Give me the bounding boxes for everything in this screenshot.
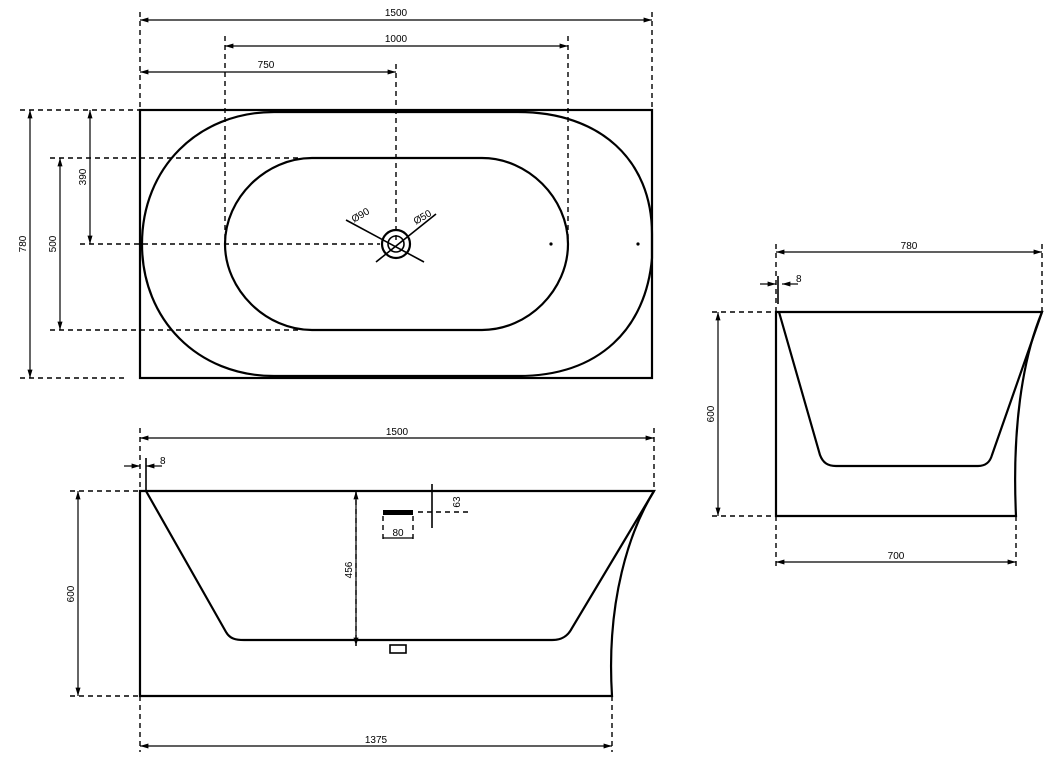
- front-view-outline: [138, 489, 656, 698]
- dim-front-base: 1375: [140, 735, 612, 749]
- dim-front-width-label: 1500: [386, 427, 409, 438]
- dim-top-width-label: 1500: [385, 8, 408, 19]
- side-view: 780 8 600 700: [706, 241, 1044, 570]
- dim-side-rim: 8: [760, 274, 802, 304]
- dim-top-depth-label: 780: [18, 235, 29, 252]
- side-view-basin: [777, 311, 1044, 468]
- dim-side-base: 700: [776, 551, 1016, 565]
- top-view: 1500 1000 750 780 500 390: [18, 8, 654, 380]
- dim-front-inner-depth: 456: [344, 491, 359, 646]
- drain-diameter-label: Ø90: [350, 206, 372, 225]
- dim-front-inner-depth-label: 456: [344, 561, 355, 578]
- dim-front-width: 1500: [140, 427, 654, 441]
- dim-side-height: 600: [706, 312, 721, 516]
- dim-overflow-height-label: 63: [452, 496, 463, 508]
- drain-outlet: [389, 644, 407, 654]
- dim-side-height-label: 600: [706, 405, 717, 422]
- marker-dot: [636, 242, 640, 246]
- dim-top-drain-from-edge: 390: [78, 110, 93, 244]
- dim-top-depth: 780: [18, 110, 33, 378]
- dim-top-inner-length: 1000: [225, 34, 568, 49]
- dim-overflow-width-label: 80: [392, 528, 404, 539]
- dim-top-inner-width-label: 500: [48, 235, 59, 252]
- dim-top-drain-from-edge-label: 390: [78, 168, 89, 185]
- dim-top-inner-length-label: 1000: [385, 34, 408, 45]
- dim-front-rim-label: 8: [160, 456, 166, 467]
- top-view-basin: [223, 156, 570, 332]
- dim-top-width: 1500: [140, 8, 652, 23]
- side-view-outline: [774, 310, 1044, 518]
- front-view-basin: [145, 490, 655, 642]
- dim-front-base-label: 1375: [365, 735, 388, 746]
- dim-side-width: 780: [776, 241, 1042, 255]
- dim-top-drain-offset-label: 750: [258, 60, 275, 71]
- dim-side-rim-label: 8: [796, 274, 802, 285]
- top-view-rim-outline: [140, 110, 654, 378]
- dim-top-drain-offset: 750: [140, 60, 396, 75]
- marker-dot: [549, 242, 553, 246]
- dim-top-inner-width: 500: [48, 158, 63, 330]
- dim-front-height: 600: [66, 491, 81, 696]
- front-view: 1500 8 600 456 1375 80: [66, 427, 656, 752]
- dim-front-height-label: 600: [66, 585, 77, 602]
- dim-side-base-label: 700: [888, 551, 905, 562]
- drain-icon: [345, 213, 437, 263]
- dim-side-width-label: 780: [901, 241, 918, 252]
- dim-front-rim: 8: [124, 456, 166, 491]
